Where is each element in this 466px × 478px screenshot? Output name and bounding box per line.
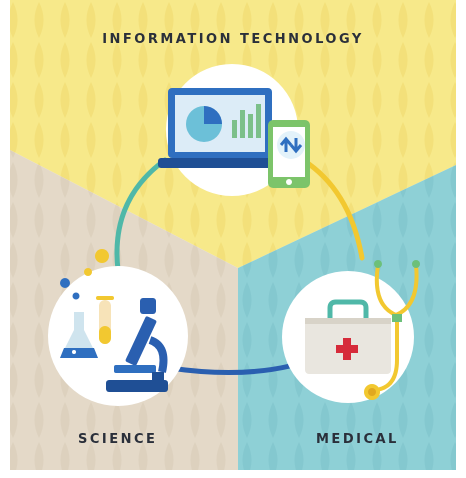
test-tube-icon: [96, 296, 114, 344]
ring-arc-yellow: [300, 157, 365, 261]
sync-arrows-icon: [277, 131, 305, 159]
ring-arc-teal: [114, 157, 168, 273]
stethoscope-icon: [364, 260, 420, 400]
ring-arc-blue: [167, 363, 293, 376]
microscope-icon: [106, 298, 168, 392]
label-medical: MEDICAL: [316, 432, 399, 447]
first-aid-kit-icon: [305, 299, 391, 374]
flask-icon: [60, 312, 98, 358]
label-science: SCIENCE: [78, 432, 158, 447]
bar-chart-icon: [232, 104, 261, 138]
label-information-technology: INFORMATION TECHNOLOGY: [102, 32, 364, 47]
pie-chart-icon: [186, 106, 222, 142]
bubbles-icon: [60, 249, 109, 300]
